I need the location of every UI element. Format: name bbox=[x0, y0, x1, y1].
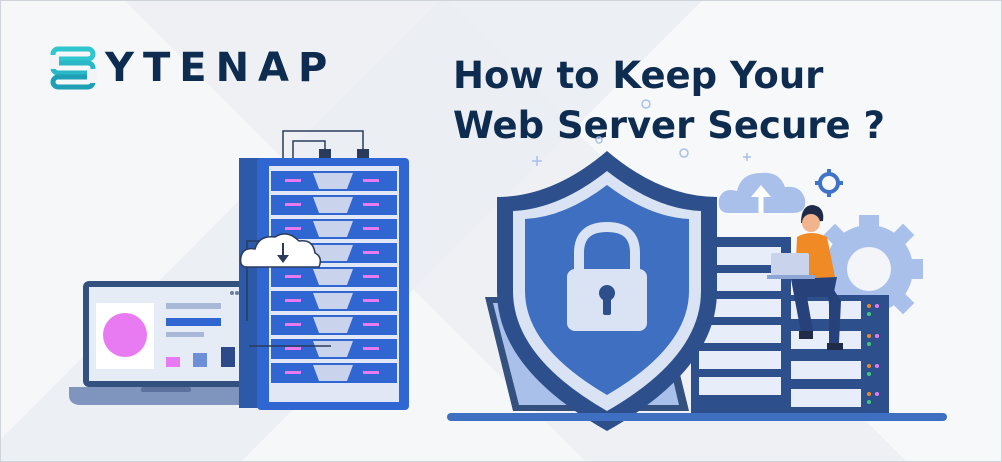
decor-plus bbox=[532, 153, 751, 166]
server-rack bbox=[239, 130, 409, 410]
brand-name: YTENAP bbox=[105, 45, 337, 91]
cloud-download-icon bbox=[239, 233, 322, 268]
decor-circles bbox=[595, 99, 689, 158]
small-gear-icon bbox=[815, 169, 843, 197]
ground-line bbox=[447, 413, 947, 421]
page-title: How to Keep Your Web Server Secure ? bbox=[453, 51, 973, 151]
server-stack bbox=[783, 295, 889, 413]
brand-logo[interactable]: YTENAP bbox=[49, 43, 336, 93]
title-line-2: Web Server Secure ? bbox=[453, 104, 885, 147]
left-laptop bbox=[69, 281, 263, 405]
rack-slots bbox=[271, 171, 397, 383]
cloud-upload-icon bbox=[718, 172, 806, 213]
shield-lock-icon bbox=[497, 151, 717, 431]
title-line-1: How to Keep Your bbox=[453, 54, 824, 97]
person-with-laptop bbox=[767, 205, 843, 350]
stacked-server-s-icon bbox=[49, 46, 97, 90]
